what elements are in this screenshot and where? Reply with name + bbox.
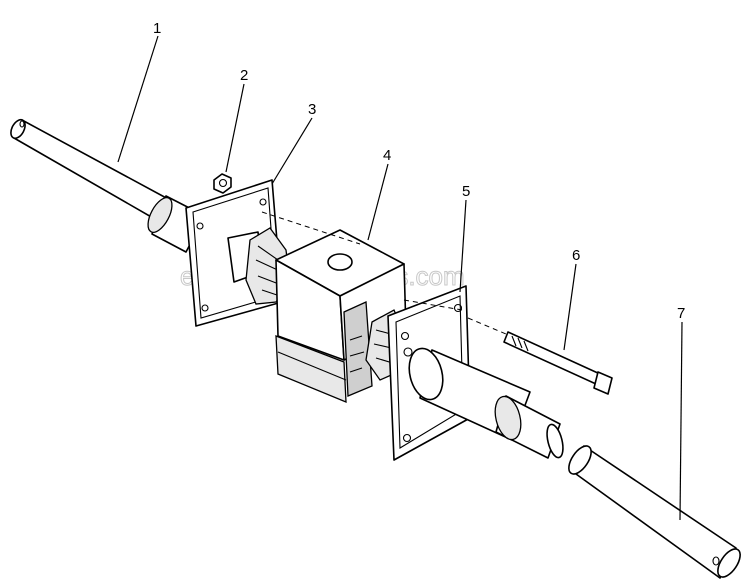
part-5-output-flange-gear: [365, 285, 564, 461]
part-2-nut: [213, 173, 232, 194]
assembly-lines: [261, 211, 507, 335]
callout-3: 3: [308, 101, 316, 118]
leader-lines: [117, 35, 683, 521]
callout-7: 7: [677, 305, 685, 322]
part-1-input-shaft: [10, 118, 206, 253]
callout-2: 2: [240, 67, 248, 84]
callout-4: 4: [383, 147, 391, 164]
part-6-bolt: [503, 331, 613, 395]
callout-6: 6: [572, 247, 580, 264]
callout-1: 1: [153, 20, 161, 37]
part-7-output-shaft: [568, 445, 741, 579]
part-3-flange-bevel-gear: [185, 179, 291, 327]
callout-5: 5: [462, 183, 470, 200]
